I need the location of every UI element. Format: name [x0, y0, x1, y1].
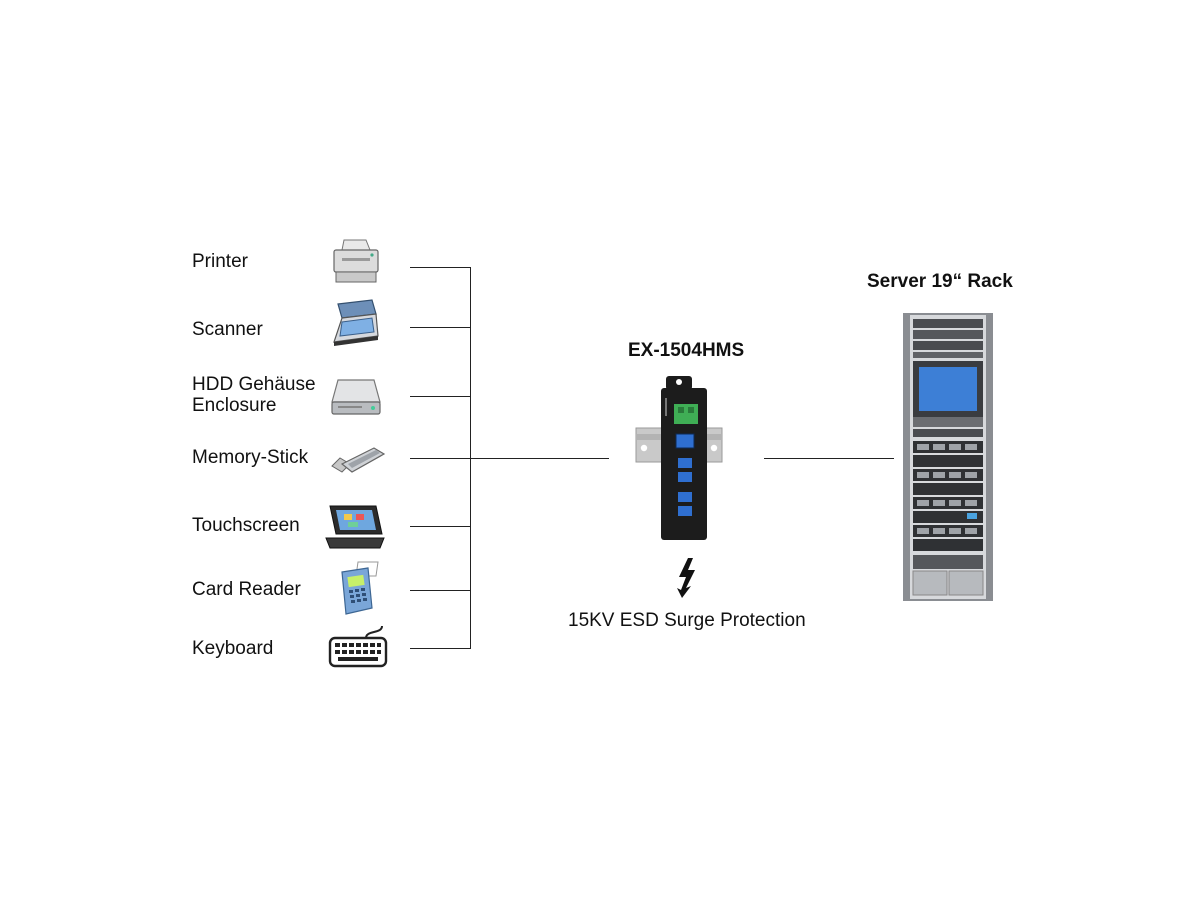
connector-bus-to-hub [470, 458, 609, 459]
lightning-bolt-icon [677, 558, 695, 598]
server-rack-icon [903, 313, 993, 601]
device-label-scanner: Scanner [192, 319, 263, 340]
connector-card-reader [410, 590, 471, 591]
device-label-hdd-line2: Enclosure [192, 395, 277, 416]
connector-keyboard [410, 648, 471, 649]
surge-protection-text: 15KV ESD Surge Protection [568, 610, 806, 631]
printer-icon [333, 239, 379, 283]
hub-title: EX-1504HMS [628, 340, 745, 361]
device-label-printer: Printer [192, 251, 248, 272]
connector-hdd [410, 396, 471, 397]
connector-scanner [410, 327, 471, 328]
device-label-keyboard: Keyboard [192, 638, 274, 659]
usb-stick-icon [331, 447, 386, 473]
connector-touchscreen [410, 526, 471, 527]
card-reader-icon [341, 561, 379, 615]
connector-printer [410, 267, 471, 268]
touchscreen-icon [325, 505, 385, 549]
connector-memory-stick [410, 458, 471, 459]
device-label-hdd-line1: HDD Gehäuse [192, 374, 316, 395]
device-label-touchscreen: Touchscreen [192, 515, 300, 536]
hdd-icon [331, 379, 381, 415]
server-title: Server 19“ Rack [867, 271, 1013, 292]
keyboard-icon [328, 625, 388, 668]
device-label-memory-stick: Memory-Stick [192, 447, 309, 468]
device-label-card-reader: Card Reader [192, 579, 301, 600]
scanner-icon [333, 299, 379, 346]
connector-hub-to-server [764, 458, 894, 459]
usb-hub-icon [635, 376, 723, 540]
